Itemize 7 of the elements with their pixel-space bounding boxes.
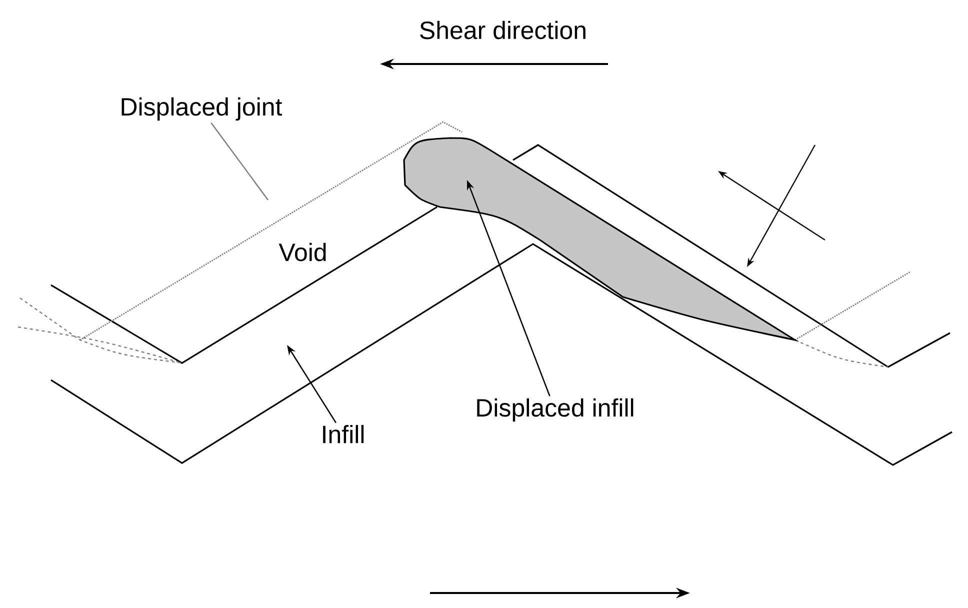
part-label: Displaced joint: [122, 97, 282, 121]
part-label: Displaced infill: [477, 398, 634, 422]
part-label: Infill: [323, 424, 364, 444]
caption-text: Void: [278, 242, 326, 262]
shaded-wedge: [403, 137, 796, 341]
caption-text: Shear direction: [420, 20, 586, 40]
leader-line: [210, 122, 269, 200]
